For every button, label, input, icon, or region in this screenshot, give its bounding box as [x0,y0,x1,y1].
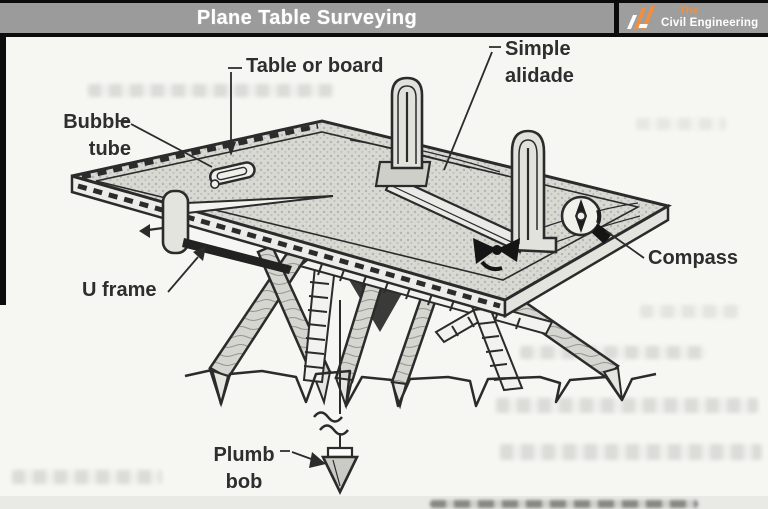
label-plumb-bob: Plumb bob [208,442,280,496]
bubble-tube [209,161,256,189]
leader-simple-alidade [443,46,501,171]
cutoff-heading-smudge [430,500,698,508]
leader-lines [116,46,645,468]
leader-bubble-tube [116,120,213,168]
title-section: Plane Table Surveying [0,3,614,33]
brand-logo: The Civil Engineering [614,3,768,33]
label-bubble-tube-line2: tube [88,138,131,160]
ghost-text-smudge [496,398,758,413]
sight-vane-left [374,76,432,188]
rim-mark [592,224,612,244]
leader-plumb-bob [280,450,326,468]
ghost-text-smudge [500,444,762,460]
u-frame [139,189,292,274]
plumb-bob [313,300,360,495]
wing-nut [473,238,520,272]
leader-compass [605,230,645,259]
header-bar: Plane Table Surveying The Civil Engineer… [0,0,768,37]
brand-slashes-icon [627,6,655,29]
brand-text-bottom: Civil Engineering [661,17,759,30]
label-bubble-tube: Bubble tube [36,109,131,163]
leader-u-frame [167,246,206,293]
label-u-frame: U frame [82,279,157,301]
ghost-text-smudge [12,470,162,484]
label-table-or-board: Table or board [246,55,384,77]
label-plumb-bob-line2: bob [225,471,263,493]
label-simple-alidade-line1: Simple [505,38,571,60]
compass [560,195,602,237]
label-compass: Compass [648,247,739,269]
brand-text: The Civil Engineering [661,6,758,30]
page-title: Plane Table Surveying [196,6,418,29]
label-plumb-bob-line1: Plumb [213,444,275,466]
sight-vane-right [510,129,558,254]
ghost-text-smudge [88,84,333,97]
label-simple-alidade-line2: alidade [505,65,574,87]
ground-line [184,368,657,408]
label-bubble-tube-line1: Bubble [63,111,131,133]
brand-text-top: The [679,5,699,18]
leader-table-or-board [226,67,242,156]
scan-edge-strip [0,37,6,305]
ghost-text-smudge [640,305,740,318]
label-simple-alidade: Simple alidade [505,36,574,90]
ghost-text-smudge [636,118,726,130]
